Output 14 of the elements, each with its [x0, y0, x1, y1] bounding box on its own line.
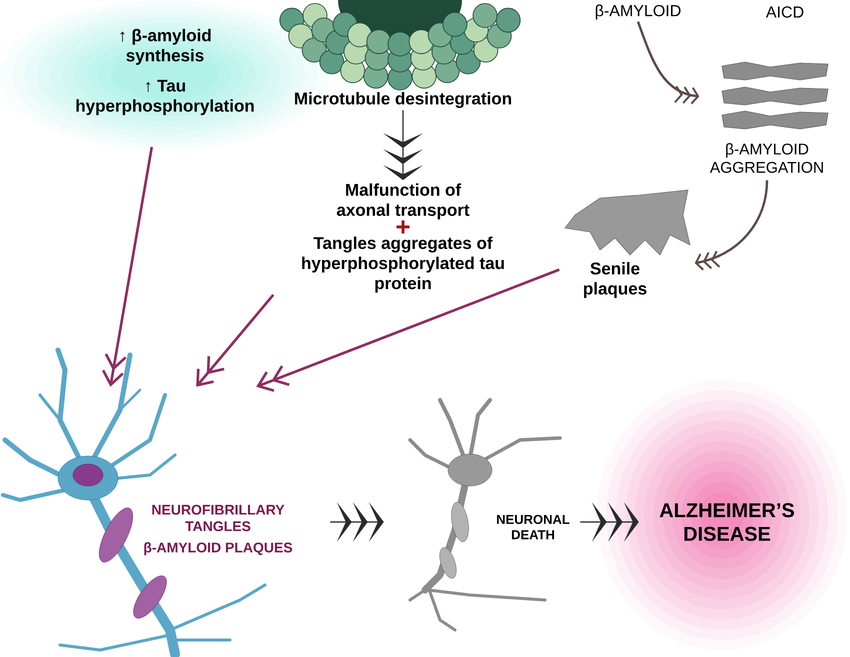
step-label: Malfunction of axonal transport + Tangles aggregates of hyperphosphorylated tau protein: [302, 183, 504, 293]
neuron-label: NEURONAL DEATH: [497, 514, 570, 540]
disease-glow: ALZHEIMER’S DISEASE: [597, 380, 847, 650]
stage-label: β-AMYLOID AGGREGATION: [710, 143, 823, 173]
neuron-label: NEUROFIBRILLARY TANGLES β-AMYLOID PLAQUES: [144, 504, 292, 556]
curved-arrow: [636, 21, 700, 104]
protein-label: AICD: [766, 6, 804, 18]
stage-label: Senile plaques: [584, 262, 646, 298]
arrow: [256, 268, 560, 392]
curved-arrow: [694, 180, 768, 270]
step-label: Microtubule desintegration: [295, 92, 512, 108]
protein-label: β-AMYLOID: [596, 4, 681, 20]
arrow: [196, 294, 274, 387]
arrow: [102, 146, 154, 387]
